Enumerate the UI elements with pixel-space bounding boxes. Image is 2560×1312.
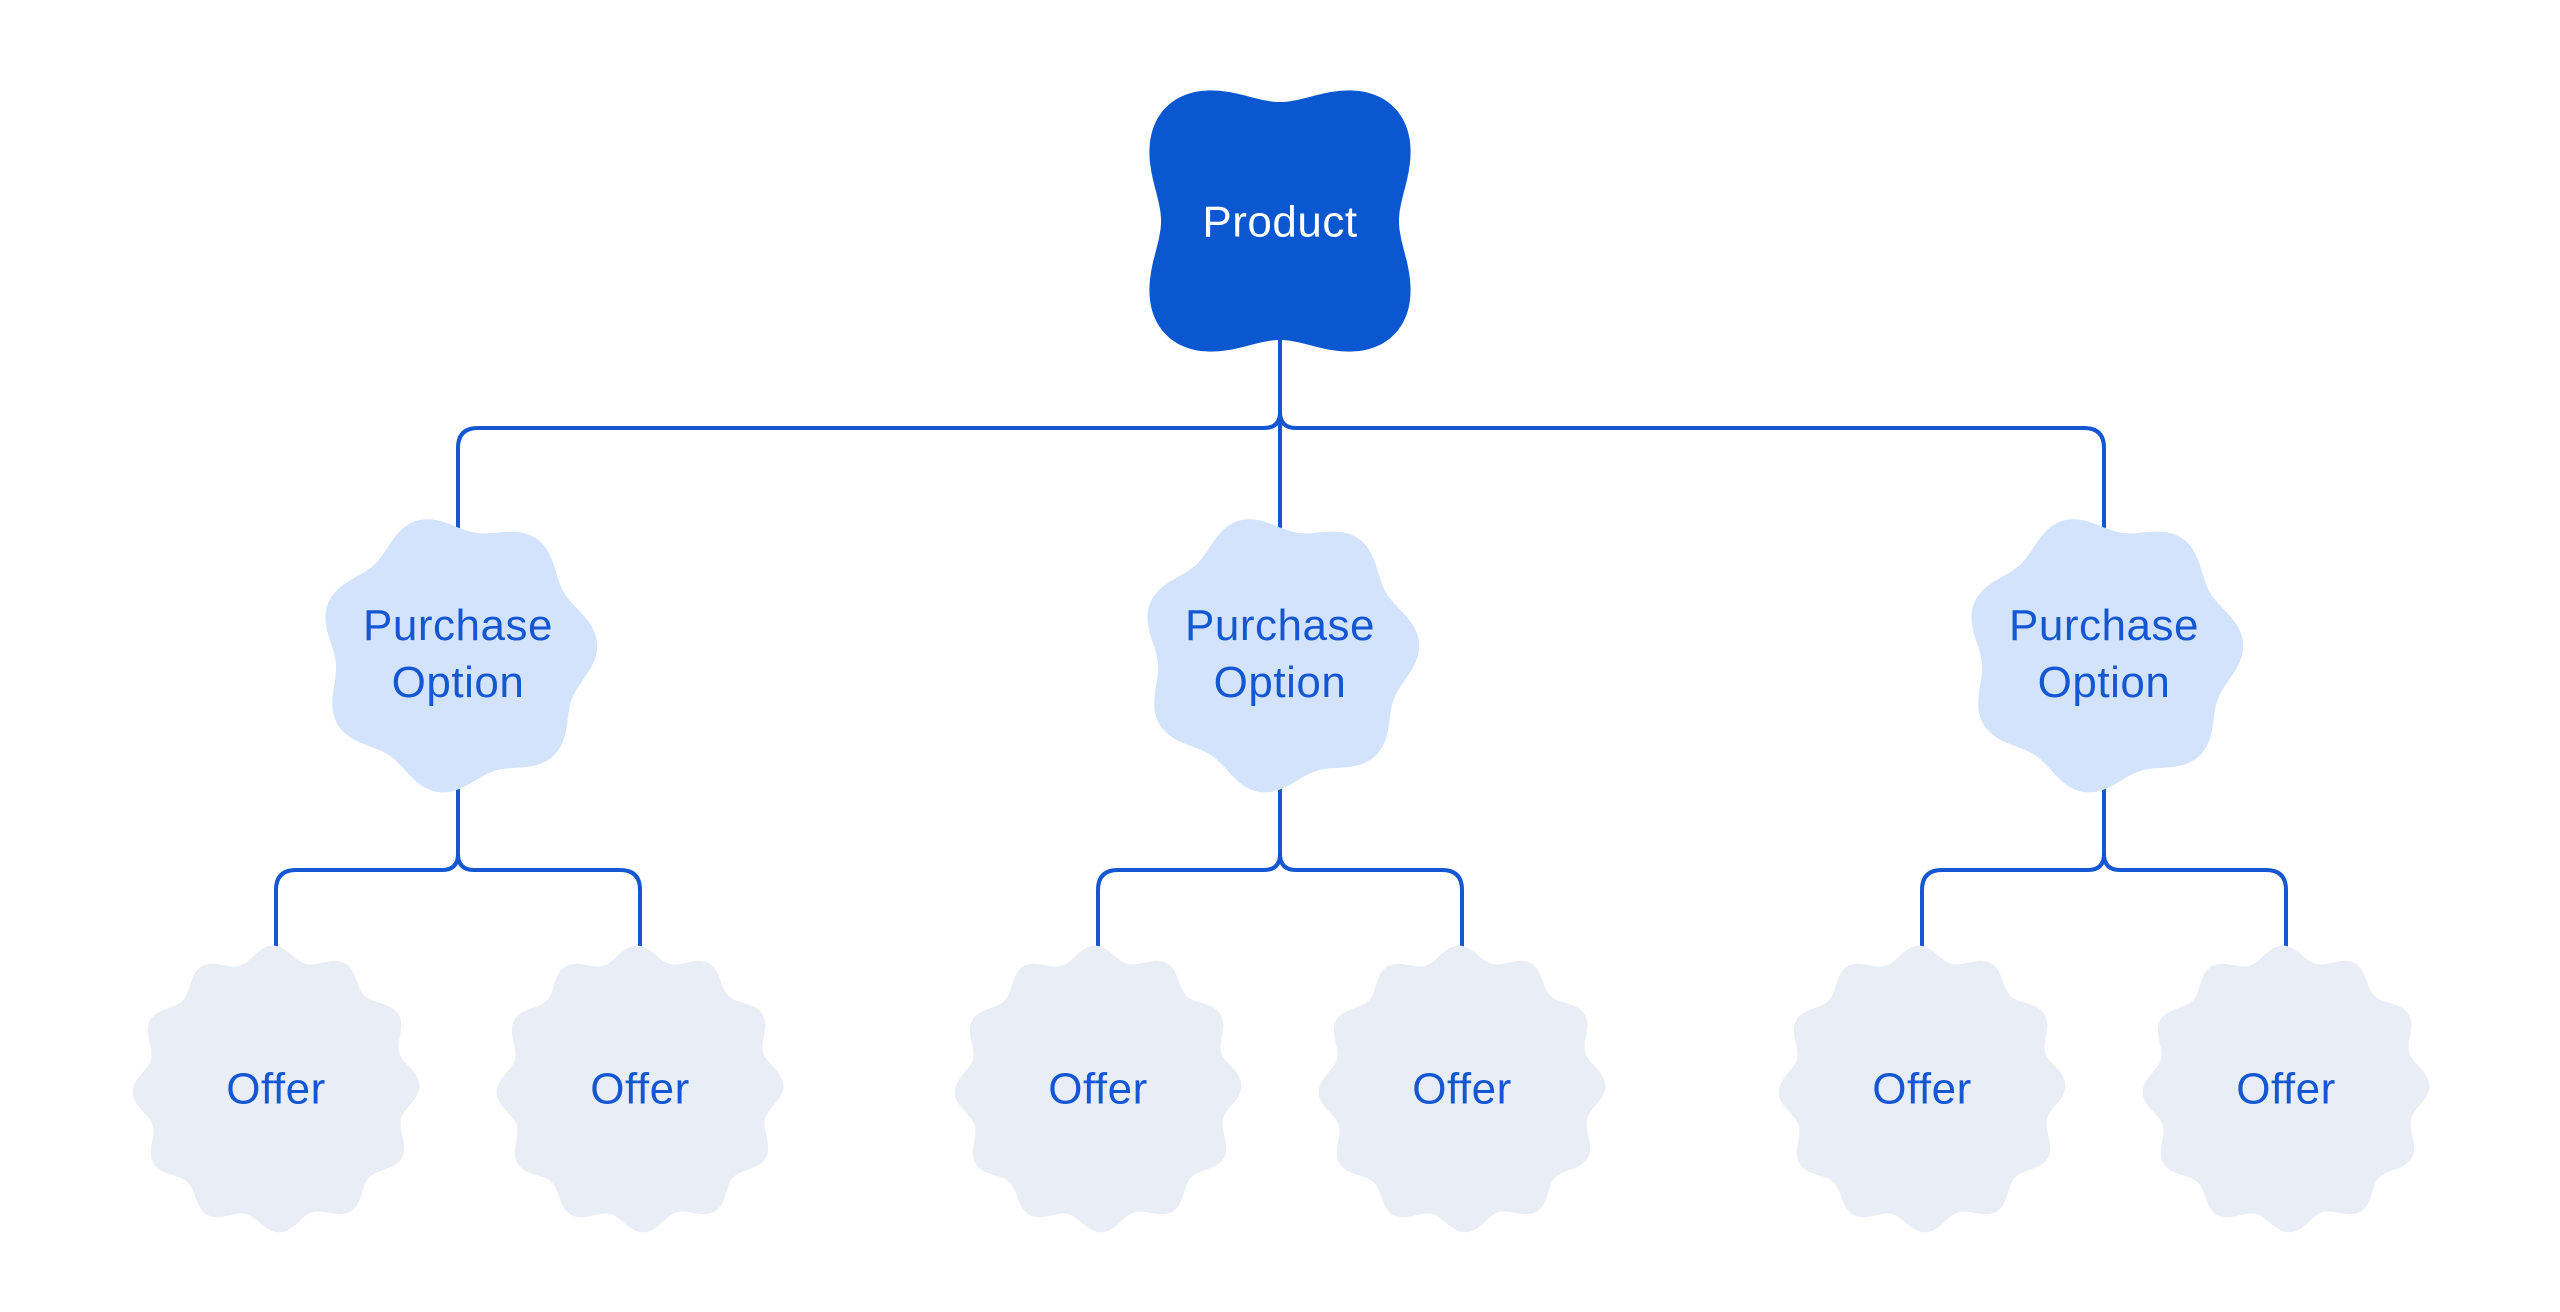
offer-6-node-shape (2142, 945, 2430, 1233)
offer-2-node-shape (496, 945, 784, 1233)
offer-1-node-shape (132, 945, 420, 1233)
offer-3-node-shape (954, 945, 1242, 1233)
connector-purchase-option-1-to-offer-right (456, 652, 642, 1091)
offer-4-node-shape (1318, 945, 1606, 1233)
product-node-shape (1149, 90, 1411, 352)
purchase-option-3-node-shape (1971, 519, 2244, 793)
connector-product-to-purchase-option-3 (1278, 219, 2106, 656)
purchase-option-2-node-shape (1147, 519, 1420, 793)
connector-purchase-option-3-to-offer-right (2102, 652, 2288, 1091)
offer-5-node-shape (1778, 945, 2066, 1233)
purchase-option-1-node-shape (325, 519, 598, 793)
connector-purchase-option-2-to-offer-right (1278, 652, 1464, 1091)
